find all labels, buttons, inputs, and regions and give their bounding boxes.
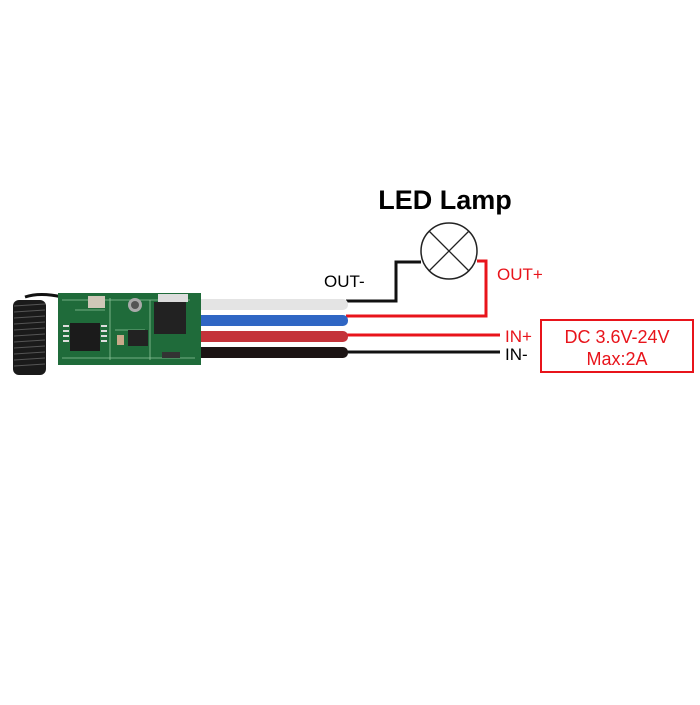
- in-plus-label: IN+: [505, 327, 532, 346]
- module-cables: [193, 299, 348, 358]
- receiver-module: [58, 293, 201, 365]
- out-minus-wire: [346, 260, 421, 303]
- out-minus-label: OUT-: [324, 272, 365, 291]
- antenna-coil-icon: [13, 293, 63, 375]
- diagram-title: LED Lamp: [378, 185, 512, 215]
- out-plus-wire: [346, 259, 488, 318]
- spec-voltage: DC 3.6V-24V: [564, 327, 669, 347]
- lamp-icon: [420, 222, 478, 280]
- spec-box: [540, 319, 694, 373]
- in-minus-label: IN-: [505, 345, 528, 364]
- spec-current: Max:2A: [586, 349, 647, 369]
- out-plus-label: OUT+: [497, 265, 543, 284]
